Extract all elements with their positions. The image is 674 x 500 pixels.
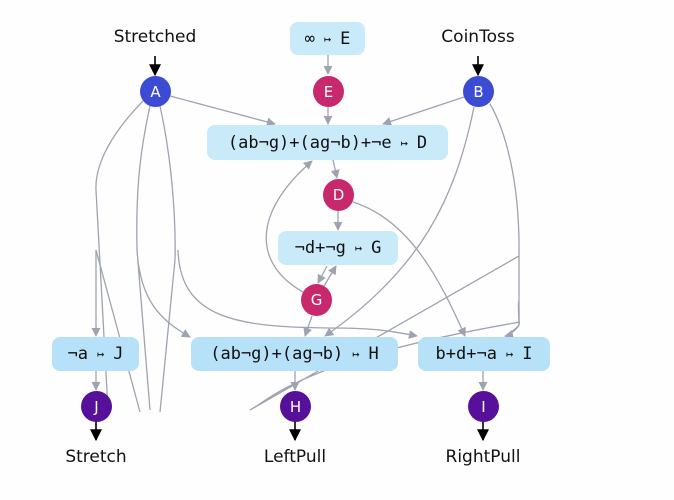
rule-target: E xyxy=(340,28,351,49)
edge-G-ruleG xyxy=(323,265,337,287)
edge-B-ruleD xyxy=(382,96,465,126)
output-label-rightpull: RightPull xyxy=(445,447,521,467)
rule-target: D xyxy=(416,132,428,153)
input-label-stretched: Stretched xyxy=(113,27,197,47)
node-B[interactable]: B xyxy=(463,76,494,107)
edge-G-ruleH xyxy=(303,315,313,337)
rule-expr: (ab¬g)+(ag¬b)+¬e xyxy=(227,132,392,153)
rule-expr: (ab¬g)+(ag¬b) xyxy=(210,344,344,364)
mapsto-icon: ↦ xyxy=(505,347,514,361)
edge-A-ruleH xyxy=(136,105,190,411)
input-label-cointoss: CoinToss xyxy=(441,27,515,47)
rule-expr: ¬d+¬g xyxy=(294,238,346,258)
edge-ruleD-D xyxy=(330,159,340,179)
node-I[interactable]: I xyxy=(468,391,499,422)
rule-expr: b+d+¬a xyxy=(435,344,497,364)
rule-box-D[interactable]: (ab¬g)+(ag¬b)+¬e ↦ D xyxy=(207,125,448,160)
rule-target: H xyxy=(368,344,379,364)
node-E[interactable]: E xyxy=(313,76,344,107)
mapsto-icon: ↦ xyxy=(400,135,408,150)
mapsto-icon: ↦ xyxy=(97,347,105,361)
edge-ruleG-G xyxy=(317,265,328,284)
mapsto-icon: ↦ xyxy=(352,347,360,361)
rule-box-E[interactable]: ∞ ↦ E xyxy=(290,22,365,55)
rule-target: J xyxy=(113,344,124,364)
edge-B-ruleH xyxy=(324,106,475,337)
node-H[interactable]: H xyxy=(280,391,311,422)
edge-A-ruleJ-alt xyxy=(95,249,141,413)
rule-box-H[interactable]: (ab¬g)+(ag¬b) ↦ H xyxy=(191,337,398,371)
mapsto-icon: ↦ xyxy=(354,241,363,255)
rule-box-J[interactable]: ¬a ↦ J xyxy=(52,337,139,371)
node-D[interactable]: D xyxy=(323,179,354,211)
rule-box-G[interactable]: ¬d+¬g ↦ G xyxy=(278,231,398,265)
output-label-stretch: Stretch xyxy=(65,447,127,467)
rule-box-I[interactable]: b+d+¬a ↦ I xyxy=(418,337,550,371)
output-label-leftpull: LeftPull xyxy=(263,447,327,467)
edge-A-ruleI xyxy=(159,105,417,413)
node-G[interactable]: G xyxy=(301,284,332,316)
node-J[interactable]: J xyxy=(81,391,112,422)
mapsto-icon: ↦ xyxy=(323,31,332,46)
rule-expr: ¬a xyxy=(67,344,88,364)
edge-ruleI-in2 xyxy=(504,256,520,338)
rule-expr: ∞ xyxy=(304,28,315,49)
edge-A-ruleJ xyxy=(96,100,144,411)
edge-A-ruleD xyxy=(169,95,276,127)
rule-target: I xyxy=(522,344,533,364)
edge-D-ruleI xyxy=(352,201,466,337)
rule-target: G xyxy=(371,238,382,258)
edge-G-ruleD xyxy=(265,160,313,293)
node-A[interactable]: A xyxy=(140,76,171,107)
